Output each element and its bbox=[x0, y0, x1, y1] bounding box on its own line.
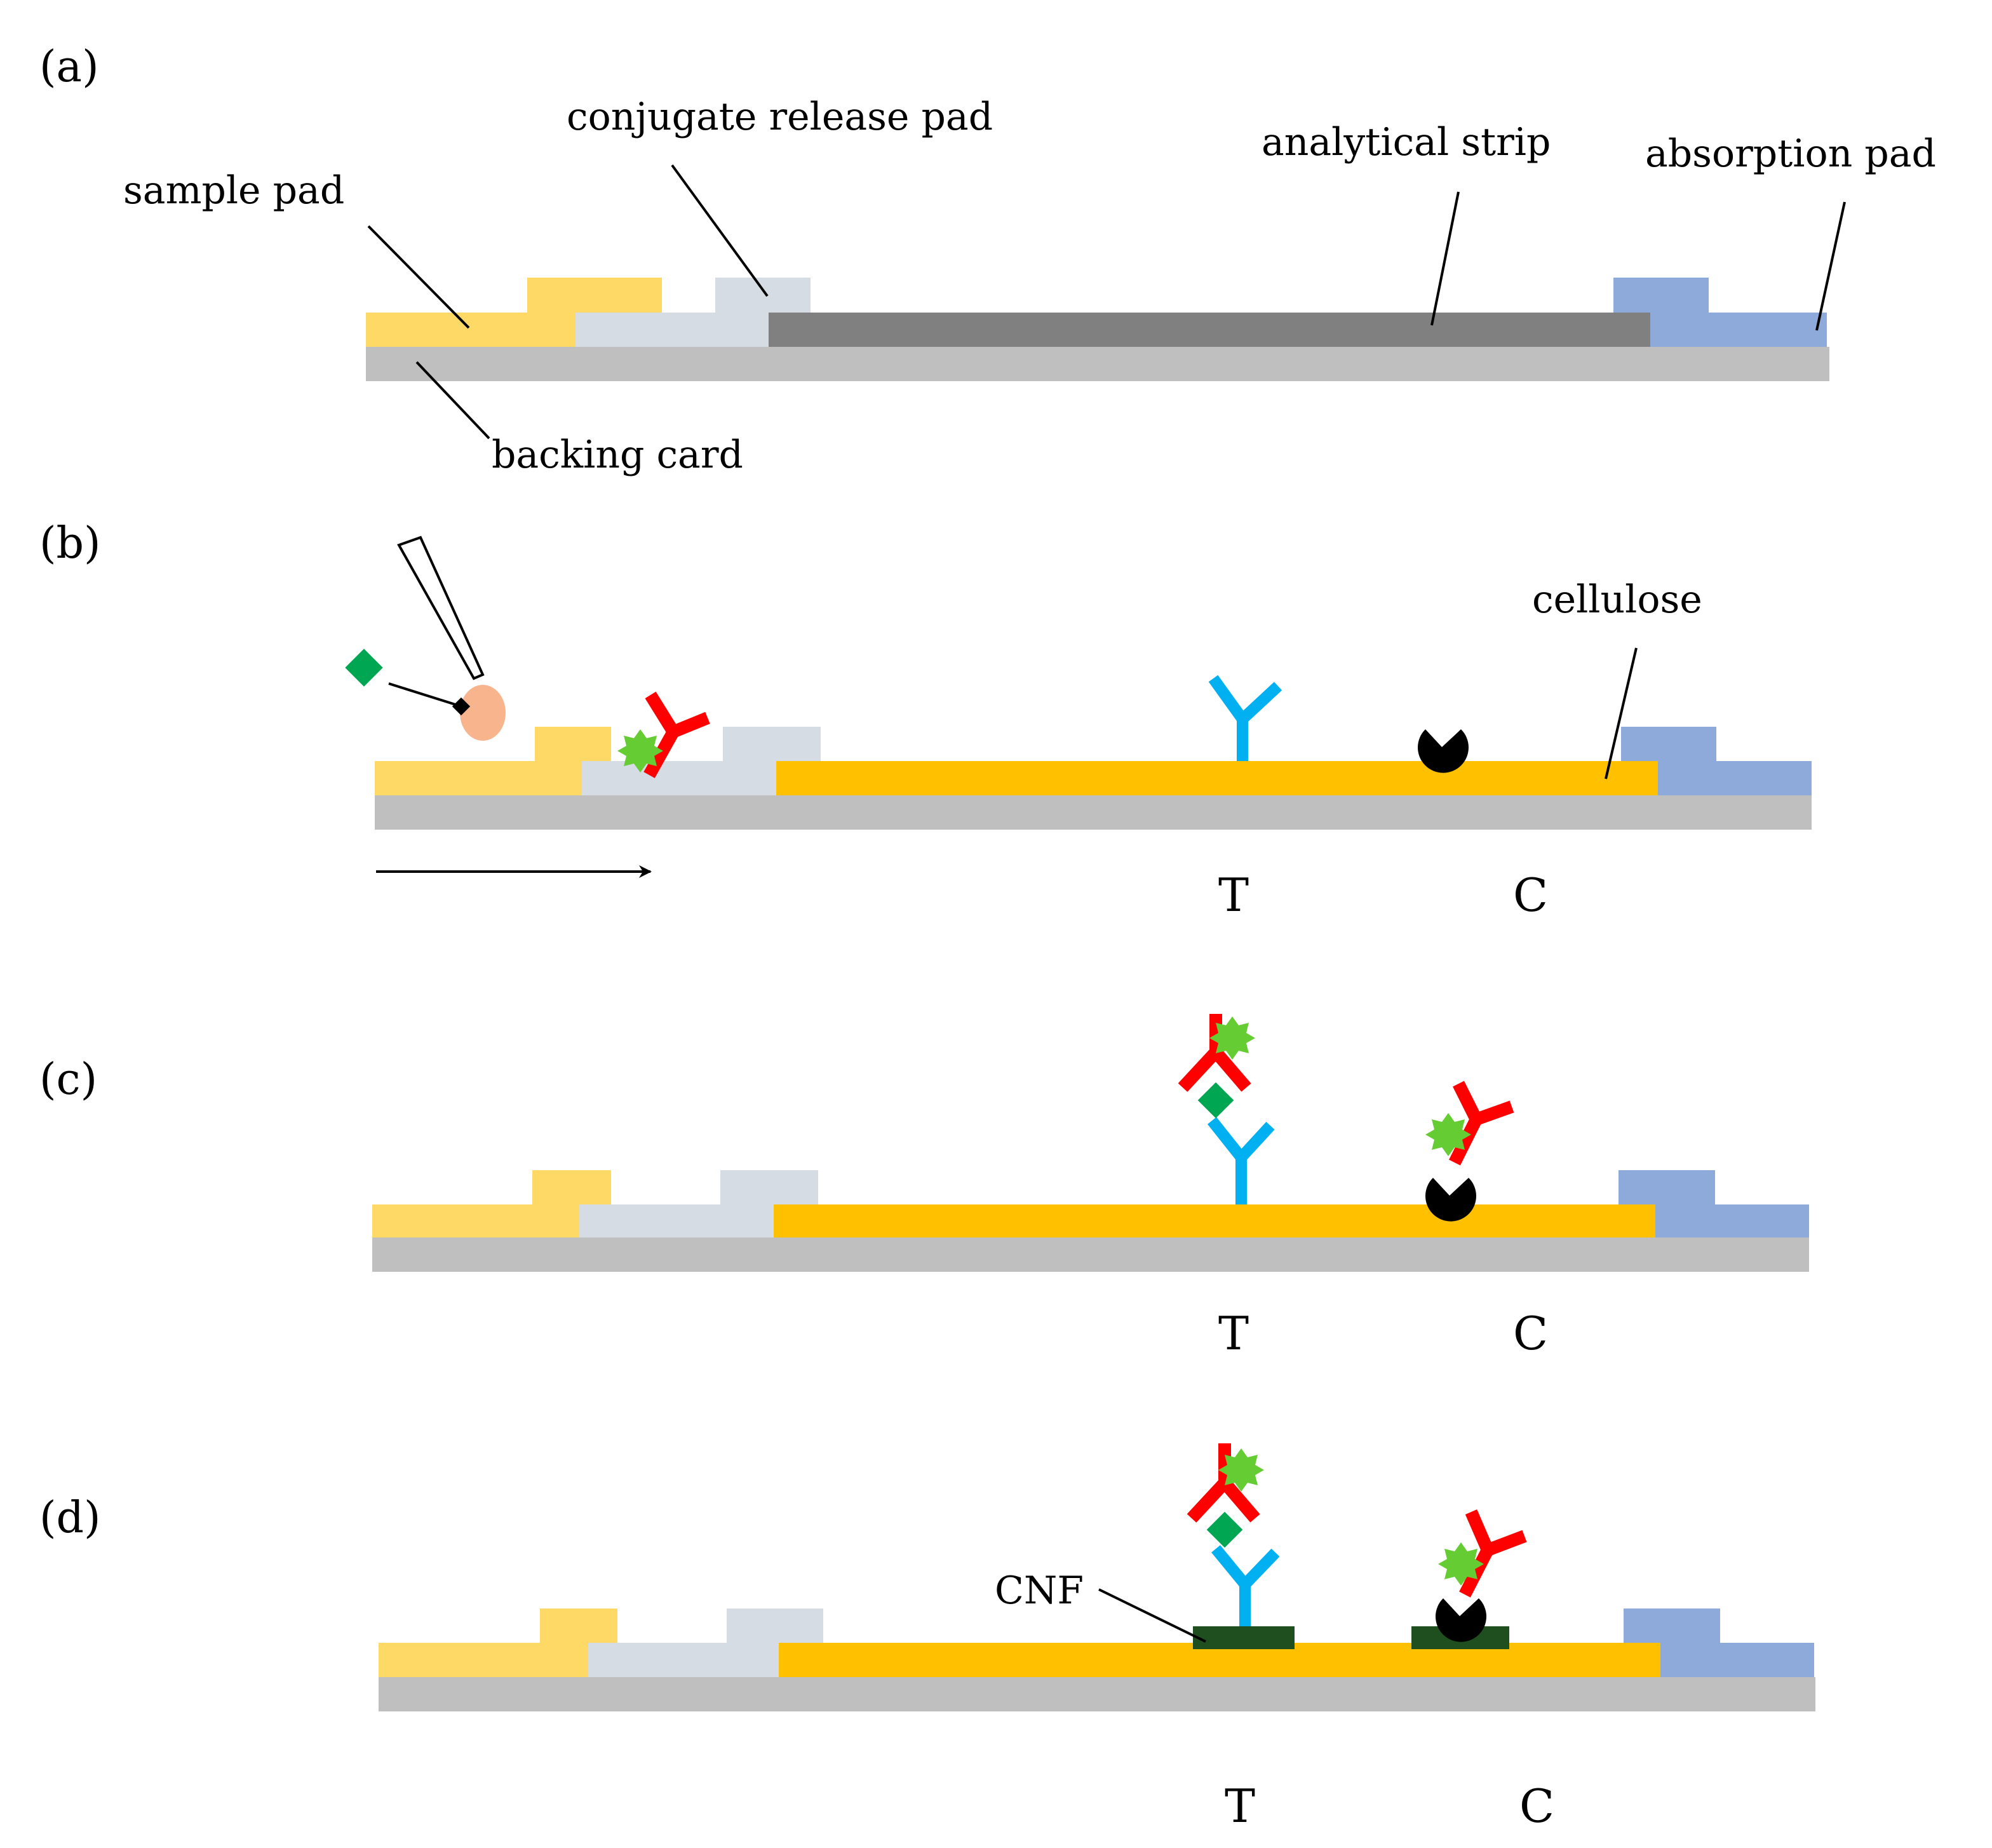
conjugate-antibody-icon bbox=[1449, 1081, 1514, 1166]
capture-antibody-icon bbox=[1208, 675, 1282, 761]
cellulose-leader bbox=[1605, 647, 1638, 779]
control-line-label: C bbox=[1513, 868, 1548, 922]
backing-card-label: backing card bbox=[492, 433, 743, 477]
conjugate-antibody-icon bbox=[643, 691, 710, 778]
panel-d: (d) CNF T C bbox=[39, 1443, 1815, 1833]
cellulose-strip bbox=[774, 1204, 1655, 1238]
control-receptor-icon bbox=[1418, 729, 1469, 773]
conjugate-antibody-icon bbox=[1459, 1509, 1527, 1598]
control-receptor-icon bbox=[1436, 1598, 1486, 1642]
conjugate-release-pad bbox=[579, 1170, 818, 1238]
analytical-strip bbox=[769, 313, 1650, 347]
sample-pad bbox=[379, 1609, 617, 1677]
gold-label-particle-icon bbox=[617, 729, 663, 772]
panel-c-tag: (c) bbox=[39, 1055, 97, 1105]
capture-antibody-icon bbox=[1207, 1117, 1275, 1204]
panel-a: (a) sample pad conjugate release pad ana… bbox=[39, 42, 1936, 477]
conjugate-release-pad-label: conjugate release pad bbox=[567, 95, 993, 139]
capture-antibody-icon bbox=[1211, 1545, 1280, 1626]
control-receptor-icon bbox=[1425, 1178, 1477, 1222]
sample-pad-leader bbox=[367, 225, 470, 329]
panel-d-tag: (d) bbox=[39, 1493, 101, 1543]
absorption-pad bbox=[1624, 1609, 1814, 1677]
backing-card-leader bbox=[415, 361, 490, 440]
conjugate-antibody-icon bbox=[1178, 1014, 1251, 1092]
backing-card bbox=[379, 1677, 1815, 1711]
conjugate-release-pad-leader bbox=[671, 164, 769, 297]
cnf-label: CNF bbox=[995, 1568, 1084, 1613]
cnf-leader bbox=[1098, 1588, 1206, 1643]
panel-a-tag: (a) bbox=[39, 42, 99, 92]
absorption-pad bbox=[1621, 727, 1812, 795]
conjugate-release-pad bbox=[575, 278, 811, 347]
panel-c: (c) T C bbox=[39, 1014, 1809, 1360]
backing-card bbox=[375, 795, 1812, 830]
control-line-label: C bbox=[1513, 1307, 1548, 1360]
absorption-pad bbox=[1613, 278, 1827, 347]
conjugate-release-pad bbox=[582, 727, 821, 795]
control-line-label: C bbox=[1519, 1779, 1554, 1833]
analytical-strip-leader bbox=[1430, 191, 1460, 326]
sample-drop-icon bbox=[460, 685, 506, 741]
analyte-green-diamond-icon bbox=[1197, 1082, 1234, 1119]
gold-label-particle-icon bbox=[1438, 1542, 1484, 1586]
gold-label-particle-icon bbox=[1218, 1448, 1264, 1492]
sample-pad bbox=[375, 727, 611, 795]
absorption-pad bbox=[1618, 1170, 1809, 1238]
sample-pad bbox=[372, 1170, 611, 1238]
panel-b-tag: (b) bbox=[39, 518, 101, 569]
conjugate-antibody-icon bbox=[1187, 1443, 1260, 1523]
gold-label-particle-icon bbox=[1425, 1113, 1471, 1156]
analyte-small-marker-icon bbox=[452, 697, 471, 716]
backing-card bbox=[372, 1238, 1809, 1272]
test-line-label: T bbox=[1218, 868, 1249, 922]
analyte-green-diamond-icon bbox=[345, 649, 383, 687]
analyte-pointer-line bbox=[388, 682, 458, 706]
sample-pad bbox=[366, 278, 662, 347]
sample-pad-label: sample pad bbox=[123, 168, 344, 213]
absorption-pad-leader bbox=[1815, 201, 1846, 331]
gold-label-particle-icon bbox=[1209, 1016, 1255, 1060]
pipette-icon bbox=[397, 536, 485, 680]
analyte-green-diamond-icon bbox=[1206, 1511, 1243, 1548]
conjugate-release-pad bbox=[588, 1609, 823, 1677]
analytical-strip-label: analytical strip bbox=[1262, 120, 1551, 165]
cellulose-label: cellulose bbox=[1532, 577, 1702, 622]
test-line-label: T bbox=[1218, 1307, 1249, 1360]
backing-card bbox=[366, 347, 1829, 381]
cnf-layer-test bbox=[1193, 1626, 1295, 1649]
panel-b: (b) cellulose T C bbox=[39, 518, 1812, 922]
cellulose-strip bbox=[776, 761, 1658, 795]
absorption-pad-label: absorption pad bbox=[1645, 132, 1936, 176]
test-line-label: T bbox=[1225, 1779, 1255, 1833]
